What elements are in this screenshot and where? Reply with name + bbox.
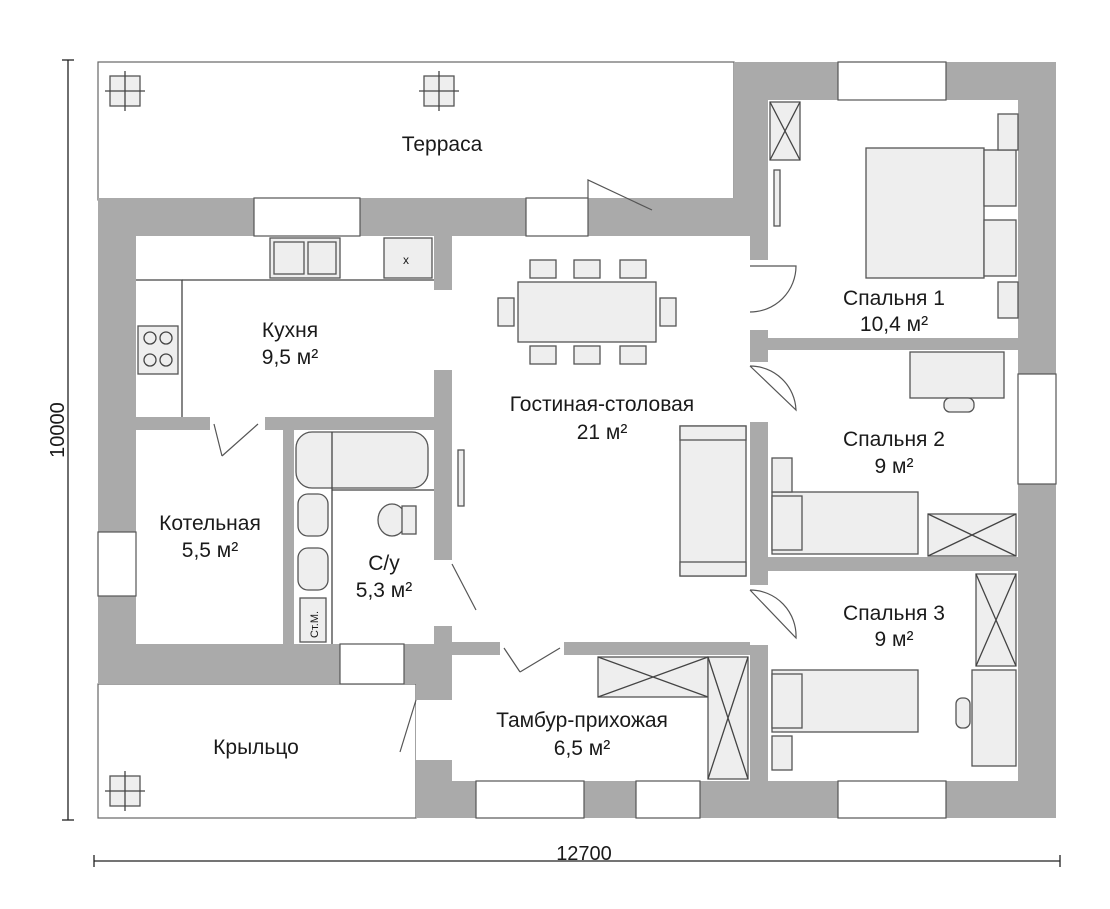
porch-label: Крыльцо [213,736,299,759]
window [525,197,589,237]
kitchen-area: 9,5 м² [262,346,318,369]
window [1017,373,1057,485]
fridge-icon [383,237,433,279]
height-label: 10000 [47,402,69,458]
washer-box [299,597,327,643]
tv [773,169,781,227]
window [475,780,585,819]
window [837,61,947,101]
bedroom2-label: Спальня 2 [843,428,945,451]
posts [105,71,459,811]
dimension-lines: 12700 10000 [47,59,1061,867]
bedroom3-label: Спальня 3 [843,602,945,625]
hall-area: 6,5 м² [554,737,610,760]
sofa [679,425,747,577]
bathroom-label: С/у [368,552,400,575]
tv [457,449,465,507]
sink-icon [297,547,329,591]
terrace-area [97,61,735,201]
hall-label: Тамбур-прихожая [496,709,668,732]
doors [210,179,797,760]
terrace-label: Терраса [402,133,483,156]
kitchen-label: Кухня [262,319,318,342]
bedroom3-area: 9 м² [875,628,914,651]
boiler-floor [136,430,283,644]
window [97,531,137,597]
bedroom1-furniture [769,101,1019,319]
bed [865,147,985,279]
width-label: 12700 [556,843,612,865]
bedroom1-area: 10,4 м² [860,313,928,336]
window [253,197,361,237]
bedroom1-label: Спальня 1 [843,287,945,310]
washer-label: Ст.М. [309,611,321,638]
hall-wardrobe [597,656,749,780]
window [339,643,405,685]
sink-icon [297,493,329,537]
desk [909,351,1005,399]
window [635,780,701,819]
window [837,780,947,819]
stove-icon [137,325,179,375]
porch-area [97,683,417,819]
cooker-hood-mark: x [403,253,409,267]
bathroom-area: 5,3 м² [356,579,412,602]
living-label: Гостиная-столовая [510,393,694,416]
dining-table [517,281,657,343]
bathtub-icon [295,431,429,489]
room-labels: Терраса Крыльцо Кухня 9,5 м² Котельная 5… [159,133,945,760]
bathroom-fixtures: Ст.М. [295,431,434,644]
kitchen-fixtures: x [136,237,434,417]
living-area: 21 м² [577,421,628,444]
boiler-label: Котельная [159,512,261,535]
bedroom2-area: 9 м² [875,455,914,478]
desk [971,669,1017,767]
boiler-area: 5,5 м² [182,539,238,562]
living-furniture [457,259,747,577]
bedroom3-furniture [771,573,1017,771]
windows [97,61,1057,819]
bedroom2-furniture [771,351,1017,557]
